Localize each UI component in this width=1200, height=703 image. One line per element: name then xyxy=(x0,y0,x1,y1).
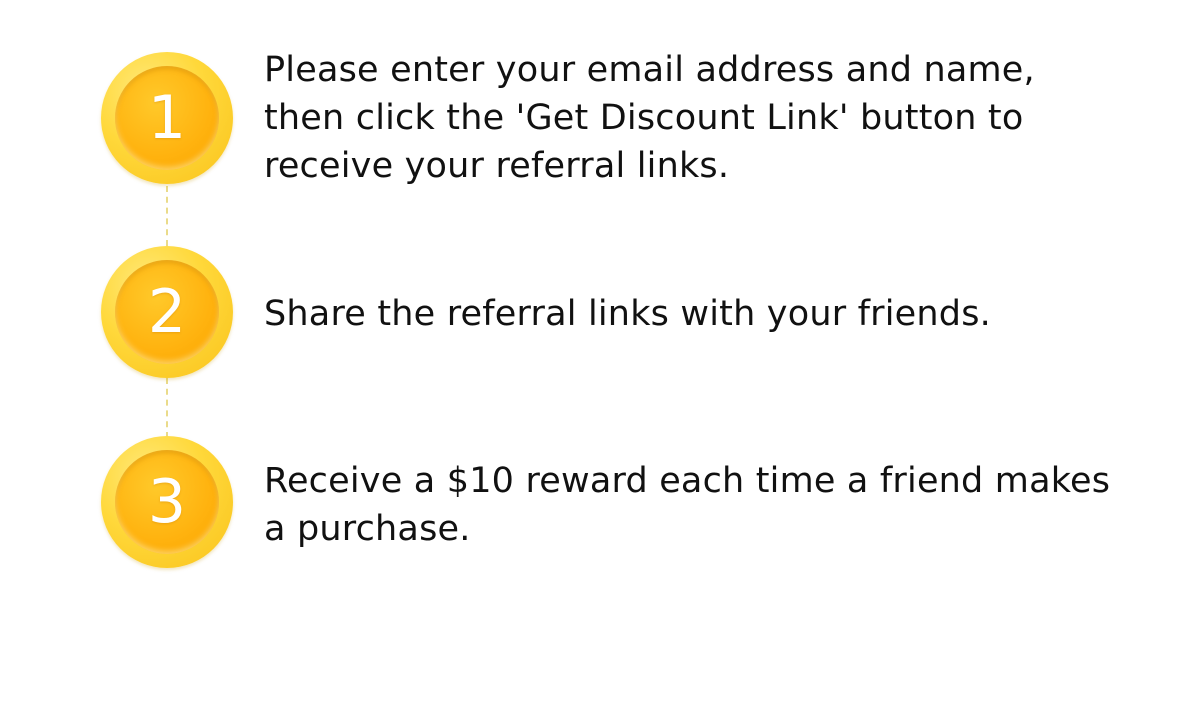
step-2-text: Share the referral links with your frien… xyxy=(264,294,991,334)
step-3-text: Receive a $10 reward each time a friend … xyxy=(264,461,1111,549)
step-connector-line xyxy=(166,378,168,438)
step-3-badge: 3 xyxy=(101,436,233,568)
step-2-badge: 2 xyxy=(101,246,233,378)
step-badge-inner-circle xyxy=(115,450,219,554)
step-badge-inner-circle xyxy=(115,66,219,170)
step-number: 3 xyxy=(147,467,187,537)
step-1-badge: 1 xyxy=(101,52,233,184)
step-number: 2 xyxy=(147,277,187,347)
step-number: 1 xyxy=(147,83,187,153)
step-badge-inner-circle xyxy=(115,260,219,364)
step-connector-line xyxy=(166,186,168,246)
step-1-text: Please enter your email address and name… xyxy=(264,50,1035,186)
